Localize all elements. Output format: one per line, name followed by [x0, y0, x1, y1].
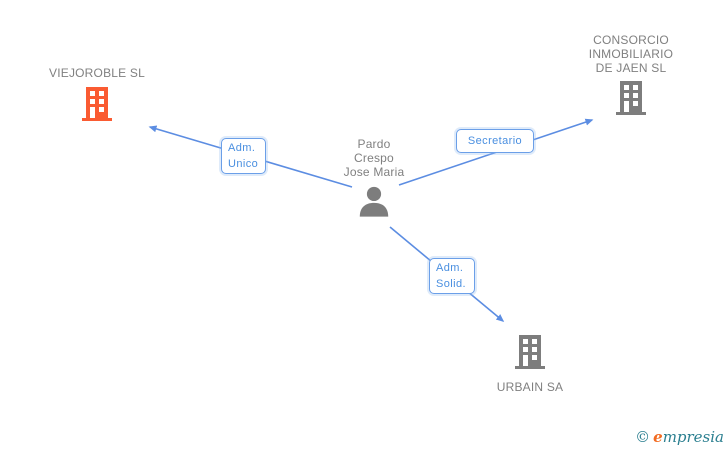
relation-label-adm-unico-line2: Unico	[228, 158, 259, 170]
relation-label-adm-solid: Adm. Solid.	[429, 258, 475, 294]
brand-initial: e	[653, 428, 663, 446]
company-name-consorcio-line2: INMOBILIARIO	[588, 47, 674, 61]
company-name-consorcio-line1: CONSORCIO	[593, 33, 669, 47]
building-icon-gray	[615, 81, 647, 115]
company-name-urbain: URBAIN SA	[496, 380, 564, 394]
building-icon-gray	[514, 335, 546, 369]
person-name-line3: Jose Maria	[343, 165, 405, 179]
company-node-consorcio[interactable]: CONSORCIO INMOBILIARIO DE JAEN SL	[551, 33, 711, 120]
person-icon	[358, 186, 390, 217]
relation-label-adm-solid-line2: Solid.	[436, 278, 466, 290]
building-icon-orange	[81, 87, 113, 121]
company-name-viejoroble: VIEJOROBLE SL	[49, 66, 145, 80]
relation-label-secretario: Secretario	[456, 129, 534, 153]
company-node-viejoroble[interactable]: VIEJOROBLE SL	[17, 66, 177, 126]
relation-label-adm-unico-line1: Adm.	[228, 142, 256, 154]
company-node-urbain[interactable]: URBAIN SA	[450, 335, 610, 394]
company-name-consorcio-line3: DE JAEN SL	[595, 61, 667, 75]
brand-rest: mpresia	[662, 428, 724, 446]
relation-label-adm-solid-line1: Adm.	[436, 262, 464, 274]
copyright-symbol: ©	[635, 428, 651, 446]
relation-label-secretario-text: Secretario	[467, 135, 523, 147]
relation-label-adm-unico: Adm. Unico	[221, 138, 266, 174]
person-node-pardo-crespo[interactable]: Pardo Crespo Jose Maria	[294, 137, 454, 222]
person-name-line2: Crespo	[354, 151, 394, 165]
person-name-line1: Pardo	[357, 137, 391, 151]
empresia-logo[interactable]: ©empresia	[635, 428, 724, 446]
